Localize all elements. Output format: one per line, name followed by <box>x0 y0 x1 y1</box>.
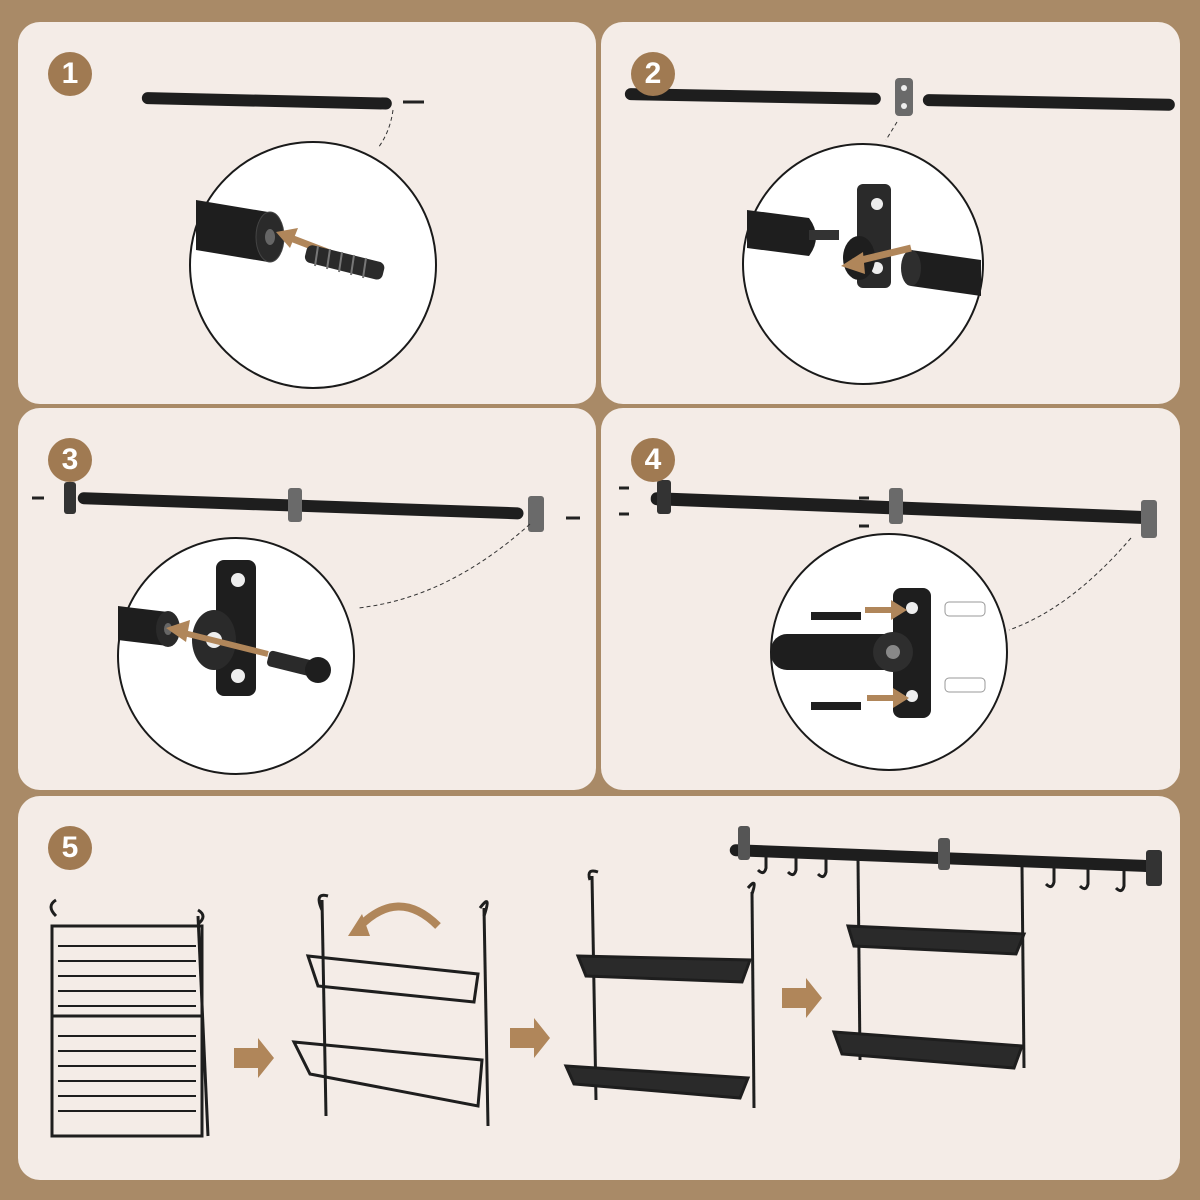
step-5-panel: 5 <box>18 796 1180 1180</box>
step-1-illustration <box>141 92 437 389</box>
screw-icon <box>32 496 580 520</box>
rod-icon <box>650 492 1157 525</box>
step-2-panel: 2 <box>601 22 1180 404</box>
hook-icon <box>756 852 1126 893</box>
step-4-badge: 4 <box>631 438 675 482</box>
arrow-icon <box>782 978 822 1018</box>
bracket-icon <box>657 480 1157 538</box>
step-4-illustration <box>619 480 1157 771</box>
threaded-screw-icon <box>304 245 385 280</box>
step-2-badge: 2 <box>631 52 675 96</box>
rod-icon <box>141 92 392 110</box>
bracket-icon <box>873 588 931 718</box>
bracket-icon <box>895 78 913 116</box>
rod-end-icon <box>747 210 981 296</box>
arrow-icon <box>510 1018 550 1058</box>
rod-end-icon <box>196 200 285 263</box>
step-5-illustration <box>49 826 1162 1138</box>
rack-icon <box>563 869 756 1109</box>
arrow-icon <box>166 620 269 657</box>
step-4-panel: 4 <box>601 408 1180 790</box>
rod-icon <box>624 88 1175 111</box>
unfolding-rack-icon <box>291 893 490 1127</box>
rod-icon <box>771 634 901 670</box>
step-3-illustration <box>32 482 580 775</box>
arrow-icon <box>841 244 912 274</box>
folded-rack-icon <box>49 898 210 1138</box>
wall-anchor-icon <box>944 601 986 693</box>
screw-icon <box>619 486 869 528</box>
step-1-panel: 1 <box>18 22 596 404</box>
bracket-icon <box>64 482 544 532</box>
mounted-rail-icon <box>729 826 1162 886</box>
step-5-badge: 5 <box>48 826 92 870</box>
rack-icon <box>831 857 1027 1070</box>
step-3-panel: 3 <box>18 408 596 790</box>
step-2-illustration <box>624 78 1175 385</box>
step-1-badge: 1 <box>48 52 92 96</box>
arrow-icon <box>865 600 909 708</box>
wall-screw-icon <box>811 612 861 710</box>
step-3-badge: 3 <box>48 438 92 482</box>
zoom-circle <box>189 141 437 389</box>
arrow-icon <box>234 1038 274 1078</box>
threaded-screw-icon <box>266 650 331 683</box>
rotate-arrow-icon <box>348 902 441 936</box>
